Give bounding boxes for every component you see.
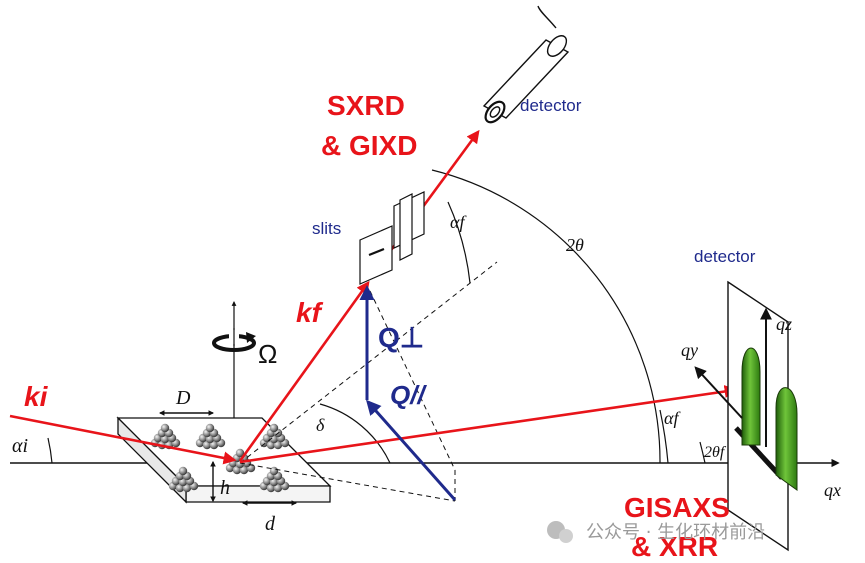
label-xrr: & XRR	[631, 531, 718, 562]
label-D: D	[175, 387, 191, 409]
label-detector-top: detector	[520, 96, 582, 115]
q-vectors	[359, 285, 457, 501]
exit-beam-kf	[238, 129, 480, 462]
label-ki: ki	[24, 381, 49, 412]
label-gisaxs-xrr: GISAXS & XRR	[624, 492, 730, 562]
label-qx: qx	[824, 480, 841, 500]
label-h: h	[220, 477, 230, 499]
label-q-parallel: Q//	[390, 380, 427, 410]
label-qy: qy	[681, 340, 698, 360]
label-gisaxs: GISAXS	[624, 492, 730, 523]
label-omega: Ω	[258, 339, 277, 369]
slits-icon	[359, 191, 425, 285]
detector-cylinder-icon	[482, 5, 570, 124]
gisaxs-beam	[239, 385, 738, 464]
label-gixd: & GIXD	[321, 130, 417, 161]
label-q-perp: Q⊥	[378, 322, 424, 353]
label-qz: qz	[776, 314, 792, 334]
label-alpha-f-lower: αf	[664, 408, 681, 428]
angle-arcs	[47, 169, 706, 464]
area-detector-icon	[694, 280, 798, 552]
incident-beam-ki	[9, 414, 237, 465]
dimension-arrows	[158, 410, 298, 506]
watermark-text: 公众号 · 生化环材前沿	[586, 522, 765, 543]
label-delta: δ	[316, 415, 325, 435]
label-slits: slits	[312, 219, 341, 238]
label-two-theta-f: 2θf	[704, 444, 727, 461]
rotation-omega-icon	[212, 328, 256, 352]
label-sxrd: SXRD	[327, 90, 405, 121]
watermark: 公众号 · 生化环材前沿	[547, 521, 765, 543]
label-alpha-f-upper: αf	[450, 212, 467, 232]
label-d: d	[265, 513, 276, 535]
label-sxrd-gixd: SXRD & GIXD	[321, 90, 417, 161]
label-two-theta: 2θ	[566, 235, 584, 255]
label-alpha-i: αi	[12, 435, 28, 457]
label-detector-right: detector	[694, 247, 756, 266]
label-kf: kf	[296, 297, 324, 328]
